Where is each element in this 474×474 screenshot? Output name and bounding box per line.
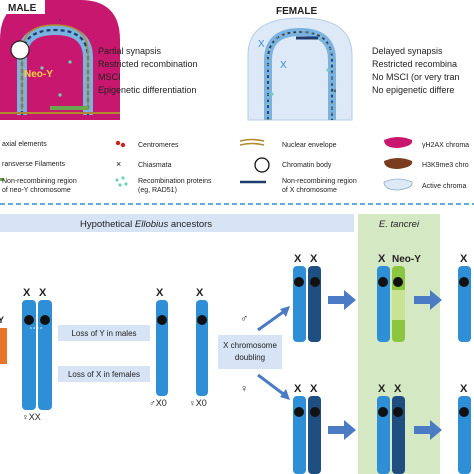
ancestor-male-xx: X X	[293, 253, 321, 342]
svg-text:X: X	[394, 383, 402, 395]
legend-active: Active chroma	[422, 183, 466, 190]
svg-text:X: X	[156, 287, 164, 299]
legend-transverse: ransverse Filaments	[2, 161, 66, 168]
svg-text:Y: Y	[0, 315, 4, 325]
legend-h3k9: H3K9me3 chro	[422, 162, 469, 169]
svg-text:X: X	[310, 253, 318, 265]
female-feature-2: Restricted recombina	[372, 59, 457, 69]
svg-text:X: X	[460, 253, 468, 265]
svg-text:X: X	[294, 253, 302, 265]
svg-text:X: X	[294, 383, 302, 395]
male-feature-4: Epigenetic differentiation	[98, 85, 196, 95]
svg-text:X: X	[378, 383, 386, 395]
female-label: FEMALE	[276, 6, 317, 17]
label-male-x0: ♂X0	[149, 398, 167, 408]
h3k9-swatch	[384, 158, 413, 169]
chiasma-icon: ×	[116, 159, 121, 169]
arrow-male-path	[257, 308, 287, 332]
doubling-label-2: doubling	[235, 353, 265, 362]
legend-recprot-1: Recombination proteins	[138, 178, 212, 185]
male-symbol: ♂	[240, 313, 248, 325]
legend-axial: axial elements	[2, 141, 47, 148]
doubling-box	[218, 335, 282, 369]
arrow-from-tancrei-male	[414, 290, 442, 310]
arrow-to-tancrei-male	[328, 290, 356, 310]
legend-nonrec-x-2: of X chromosome	[282, 187, 337, 194]
loss-x-label: Loss of X in females	[68, 370, 140, 379]
arrow-to-tancrei-female	[328, 420, 356, 440]
h2ax-swatch	[384, 137, 413, 148]
legend-centromeres: Centromeres	[138, 142, 179, 149]
nonrec-y-swatch	[0, 178, 4, 181]
female-nucleus: ×	[247, 17, 353, 121]
svg-text:X: X	[196, 287, 204, 299]
legend-envelope: Nuclear envelope	[282, 142, 337, 149]
recombination-protein-icon	[115, 176, 128, 187]
ancestor-x-1	[22, 300, 36, 410]
ancestors-header: Hypothetical Ellobius ancestors	[80, 219, 212, 230]
ancestor-x-label-1: X	[23, 287, 31, 299]
female-feature-4: No epigenetic differe	[372, 85, 454, 95]
female-symbol: ♀	[240, 383, 248, 395]
chromatin-body-legend-icon	[254, 157, 270, 173]
nuclear-envelope-icon	[239, 138, 265, 142]
female-x-mark-2: X	[280, 60, 287, 71]
female-x-mark-1: X	[258, 39, 265, 50]
svg-text:X: X	[460, 383, 468, 395]
legend-nonrec-y-2: of neo-Y chromosome	[2, 187, 71, 194]
loss-x-box	[58, 366, 150, 382]
legend-recprot-2: (eg, RAD51)	[138, 187, 177, 194]
female-feature-1: Delayed synapsis	[372, 46, 443, 56]
female-feature-3: No MSCI (or very tran	[372, 72, 460, 82]
legend-nonrec-x-1: Non-recombining region	[282, 178, 357, 185]
svg-text:×: ×	[333, 89, 337, 95]
male-nucleus: ×	[0, 0, 120, 120]
label-xx: ♀XX	[22, 412, 41, 422]
svg-text:X: X	[310, 383, 318, 395]
ancestor-female-xx: X X	[293, 383, 321, 474]
centromere-icon	[115, 140, 121, 146]
loss-y-box	[58, 325, 150, 341]
neo-y-label: Neo-Y	[24, 69, 53, 80]
svg-text:X: X	[378, 253, 386, 265]
male-feature-2: Restricted recombination	[98, 59, 198, 69]
legend-h2ax: γH2AX chroma	[422, 142, 469, 149]
male-feature-1: Partial synapsis	[98, 46, 162, 56]
tancrei-header: E. tancrei	[379, 219, 420, 230]
arrow-from-tancrei-female	[414, 420, 442, 440]
svg-text:×: ×	[59, 18, 62, 24]
tancrei-male-x-neoy: X Neo-Y	[377, 253, 421, 342]
ancestors-header-bg	[0, 214, 354, 232]
ancestor-xy-partial: Y ♀XX	[0, 300, 52, 422]
loss-y-label: Loss of Y in males	[71, 329, 136, 338]
active-swatch	[383, 178, 413, 191]
right-partial-male: X	[458, 253, 471, 342]
ancestor-x-label-2: X	[39, 287, 47, 299]
male-feature-3: MSCI	[98, 72, 121, 82]
tancrei-neo-y-label: Neo-Y	[392, 254, 421, 265]
male-x0-chromosome: X ♂X0	[149, 287, 168, 408]
legend-chrom-body: Chromatin body	[282, 162, 332, 169]
female-x0-chromosome: X ♀X0	[189, 287, 208, 408]
label-female-x0: ♀X0	[189, 398, 207, 408]
chromatin-body-icon	[10, 40, 30, 60]
legend: axial elements ransverse Filaments Non-r…	[0, 137, 469, 194]
male-label-bg	[0, 0, 45, 14]
legend-chiasmata: Chiasmata	[138, 162, 172, 169]
tancrei-female-xx: X X	[377, 383, 405, 474]
male-label: MALE	[8, 3, 37, 14]
arrow-female-path	[257, 373, 287, 398]
right-partial-female: X	[458, 383, 471, 474]
doubling-label-1: X chromosome	[223, 341, 277, 350]
legend-nonrec-y-1: Non-recombining region	[2, 178, 77, 185]
